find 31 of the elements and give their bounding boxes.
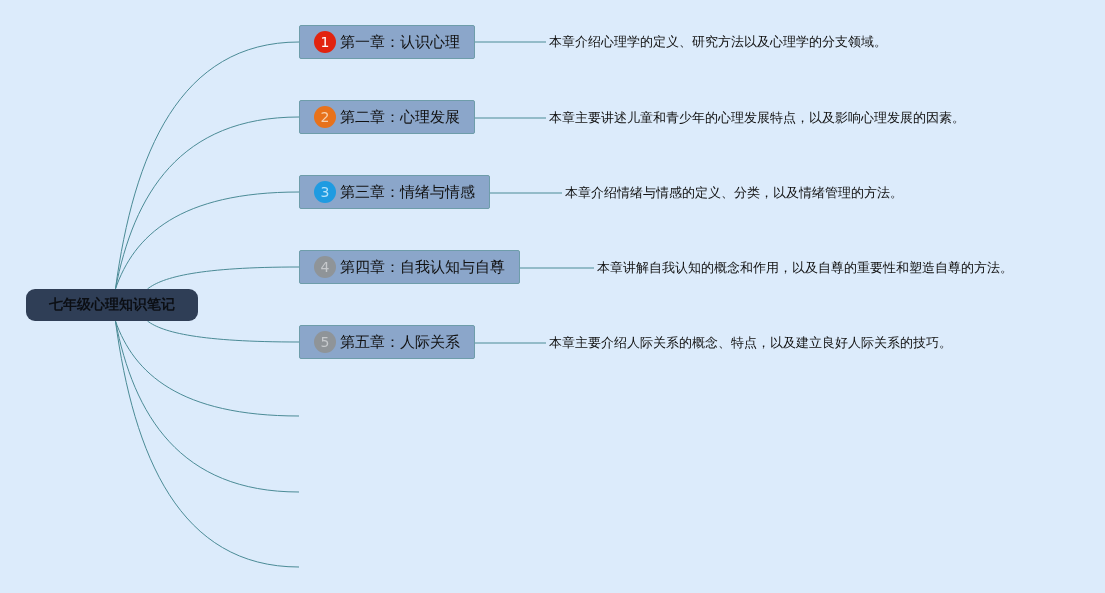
topic-note: 本章介绍情绪与情感的定义、分类，以及情绪管理的方法。 xyxy=(565,184,903,202)
topic-note: 本章介绍心理学的定义、研究方法以及心理学的分支领域。 xyxy=(549,33,887,51)
central-topic: 七年级心理知识笔记 xyxy=(26,289,198,321)
topic-box xyxy=(299,25,475,59)
connector-line xyxy=(474,342,547,344)
branch-line xyxy=(114,320,300,493)
branch-line xyxy=(114,320,300,568)
topic-note: 本章讲解自我认知的概念和作用，以及自尊的重要性和塑造自尊的方法。 xyxy=(597,259,1013,277)
topic-title: 第二章：心理发展 xyxy=(340,107,460,127)
topic-title: 第一章：认识心理 xyxy=(340,32,460,52)
branch-line xyxy=(114,320,300,417)
topic-title: 第四章：自我认知与自尊 xyxy=(340,257,505,277)
topic-box xyxy=(299,175,490,209)
topic-box xyxy=(299,100,475,134)
topic-note: 本章主要讲述儿童和青少年的心理发展特点，以及影响心理发展的因素。 xyxy=(549,109,965,127)
chapter-number: 2 xyxy=(314,106,336,128)
topic-note: 本章主要介绍人际关系的概念、特点，以及建立良好人际关系的技巧。 xyxy=(549,334,952,352)
topic-title: 第三章：情绪与情感 xyxy=(340,182,475,202)
chapter-number: 3 xyxy=(314,181,336,203)
topic-box xyxy=(299,325,475,359)
connector-line xyxy=(146,266,300,290)
connector-line xyxy=(114,191,300,290)
topic-title: 第五章：人际关系 xyxy=(340,332,460,352)
connector-line xyxy=(114,116,300,290)
connector-line xyxy=(519,267,595,269)
chapter-number: 1 xyxy=(314,31,336,53)
connector-line xyxy=(146,320,300,343)
connector-line xyxy=(474,117,547,119)
connector-line xyxy=(474,41,547,43)
connector-line xyxy=(489,192,563,194)
topic-box xyxy=(299,250,520,284)
